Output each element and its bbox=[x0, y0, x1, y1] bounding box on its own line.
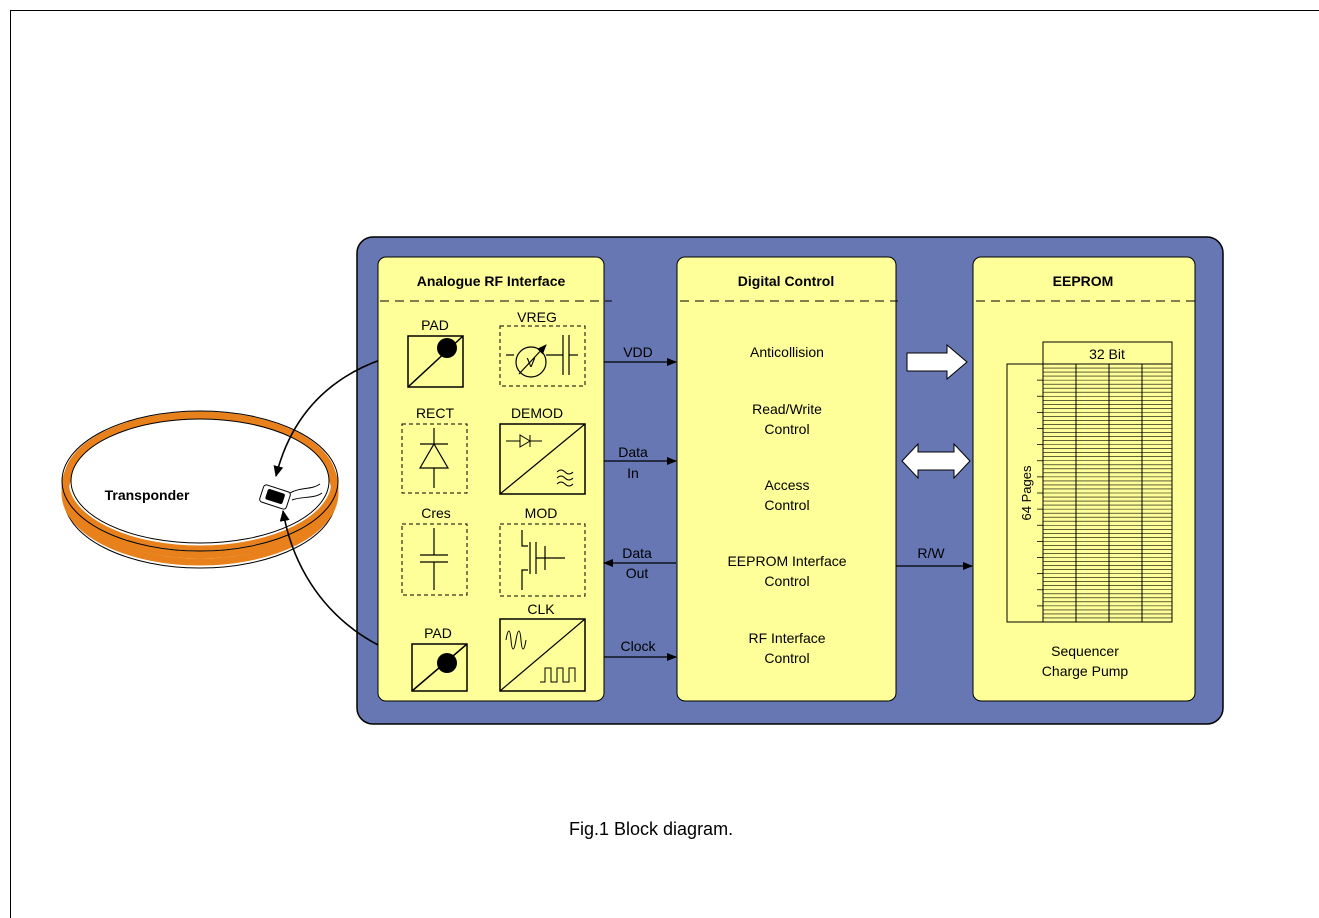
rw-label: R/W bbox=[917, 545, 945, 561]
rect-label: RECT bbox=[416, 405, 455, 421]
data-out-label-2: Out bbox=[626, 565, 649, 581]
eeprom-width-label: 32 Bit bbox=[1089, 346, 1125, 362]
pad-bottom-label: PAD bbox=[424, 625, 452, 641]
signal-arrows bbox=[603, 358, 677, 661]
digital-control-block bbox=[676, 256, 897, 702]
analogue-rf-title: Analogue RF Interface bbox=[417, 273, 566, 289]
memory-grid bbox=[1037, 363, 1173, 623]
chip-die-icon bbox=[259, 483, 323, 510]
eeprom-footer-label-2: Charge Pump bbox=[1042, 663, 1129, 679]
demodulator-icon bbox=[499, 423, 586, 495]
pad-bottom-icon bbox=[411, 643, 468, 692]
demod-label: DEMOD bbox=[511, 405, 563, 421]
vreg-label: VREG bbox=[517, 309, 557, 325]
digital-control-title: Digital Control bbox=[738, 273, 834, 289]
figure-caption: Fig.1 Block diagram. bbox=[569, 819, 733, 839]
eeprom-pages-label: 64 Pages bbox=[1019, 465, 1034, 520]
rf-interface-label-2: Control bbox=[764, 650, 809, 666]
eeprom-footer-label-1: Sequencer bbox=[1051, 643, 1119, 659]
access-control-label-1: Access bbox=[764, 477, 809, 493]
rw-control-label-2: Control bbox=[764, 421, 809, 437]
resonance-capacitor-icon bbox=[401, 523, 468, 596]
eeprom-title: EEPROM bbox=[1053, 273, 1114, 289]
vdd-label: VDD bbox=[623, 344, 653, 360]
anticollision-label: Anticollision bbox=[750, 344, 824, 360]
voltage-regulator-icon bbox=[499, 325, 586, 387]
eeprom-block bbox=[972, 256, 1196, 702]
cres-label: Cres bbox=[421, 505, 451, 521]
pad-top-label: PAD bbox=[421, 317, 449, 333]
data-out-label-1: Data bbox=[622, 545, 652, 561]
eeprom-interface-label-1: EEPROM Interface bbox=[727, 553, 846, 569]
mod-label: MOD bbox=[525, 505, 558, 521]
block-arrow-bidirectional-icon bbox=[901, 442, 971, 480]
clock-generator-icon bbox=[499, 618, 586, 692]
clk-label: CLK bbox=[527, 601, 555, 617]
data-in-label-1: Data bbox=[618, 444, 648, 460]
data-in-label-2: In bbox=[627, 465, 639, 481]
rw-control-label-1: Read/Write bbox=[752, 401, 822, 417]
eeprom-interface-label-2: Control bbox=[764, 573, 809, 589]
vreg-symbol-label: V bbox=[527, 355, 536, 370]
modulator-icon bbox=[499, 523, 586, 597]
page-border bbox=[10, 10, 1319, 918]
rectifier-icon bbox=[401, 423, 468, 494]
pad-top-icon bbox=[407, 335, 464, 388]
transponder-label: Transponder bbox=[105, 487, 190, 503]
transponder-coil-icon bbox=[61, 410, 339, 569]
rf-interface-label-1: RF Interface bbox=[748, 630, 825, 646]
clock-label: Clock bbox=[620, 638, 656, 654]
block-arrow-right-icon bbox=[906, 343, 968, 381]
access-control-label-2: Control bbox=[764, 497, 809, 513]
